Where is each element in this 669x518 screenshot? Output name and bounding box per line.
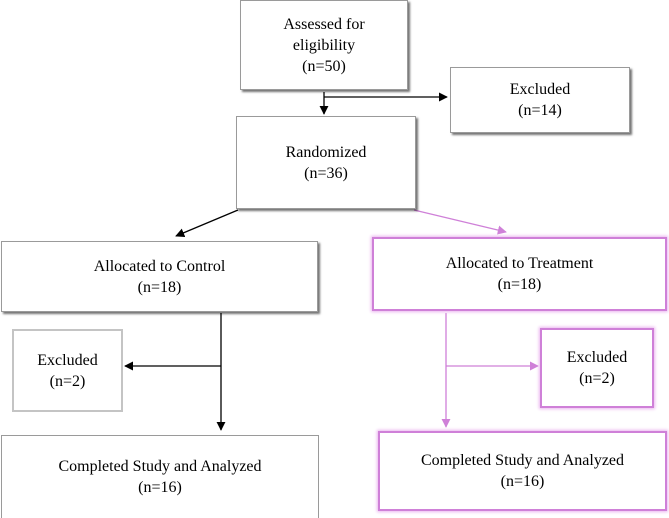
control-excluded-label: Excluded bbox=[37, 351, 98, 369]
assessed-line2: eligibility bbox=[292, 36, 356, 54]
assessed-line1: Assessed for bbox=[283, 15, 365, 33]
control-excluded-count: (n=2) bbox=[49, 372, 86, 390]
assessed-count: (n=50) bbox=[302, 57, 346, 75]
control-allocated-count: (n=18) bbox=[137, 278, 182, 296]
excluded-top-label: Excluded bbox=[509, 81, 571, 98]
treatment-excluded-label: Excluded bbox=[566, 349, 628, 366]
control-completed-box: Completed Study and Analyzed (n=16) bbox=[1, 435, 319, 518]
treatment-allocated-label: Allocated to Treatment bbox=[445, 255, 594, 272]
randomized-box: Randomized (n=36) bbox=[236, 116, 416, 209]
treatment-completed-box: Completed Study and Analyzed (n=16) bbox=[378, 431, 667, 511]
assessed-box: Assessed for eligibility (n=50) bbox=[240, 0, 408, 90]
treatment-completed-label: Completed Study and Analyzed bbox=[420, 452, 625, 469]
excluded-top-box: Excluded (n=14) bbox=[450, 67, 630, 133]
treatment-allocated-box: Allocated to Treatment (n=18) bbox=[372, 237, 667, 311]
treatment-allocated-count: (n=18) bbox=[497, 276, 542, 293]
control-excluded-box: Excluded (n=2) bbox=[12, 329, 123, 412]
excluded-top-count: (n=14) bbox=[518, 102, 562, 119]
control-completed-label: Completed Study and Analyzed bbox=[58, 458, 262, 475]
control-allocated-label: Allocated to Control bbox=[93, 257, 226, 275]
arrow-to-treatment bbox=[413, 209, 507, 235]
randomized-count: (n=36) bbox=[304, 164, 348, 182]
control-allocated-box: Allocated to Control (n=18) bbox=[1, 241, 318, 312]
treatment-completed-count: (n=16) bbox=[500, 473, 545, 490]
treatment-excluded-count: (n=2) bbox=[579, 370, 615, 387]
control-completed-count: (n=16) bbox=[138, 479, 182, 496]
randomized-label: Randomized bbox=[285, 143, 367, 161]
treatment-excluded-box: Excluded (n=2) bbox=[540, 328, 654, 408]
arrow-to-control bbox=[175, 209, 239, 238]
